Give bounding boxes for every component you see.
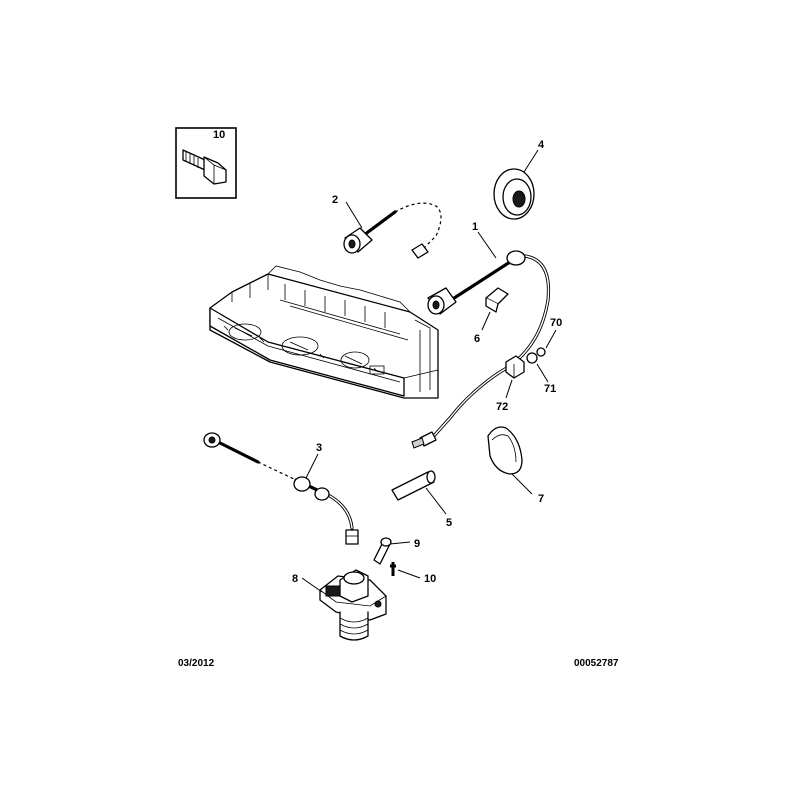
callout-10: 10 xyxy=(424,573,436,585)
speedometer-drive-part xyxy=(301,569,387,641)
callout-4: 4 xyxy=(538,139,545,151)
screw-part xyxy=(373,537,411,565)
callout-3: 3 xyxy=(316,442,322,454)
fastener-marker xyxy=(390,562,421,579)
clip-part xyxy=(481,287,509,331)
callout-2: 2 xyxy=(332,194,338,206)
callout-71: 71 xyxy=(544,383,556,395)
callout-72: 72 xyxy=(496,401,508,413)
footer-date: 03/2012 xyxy=(178,658,215,669)
footer-reference: 00052787 xyxy=(574,658,619,669)
grommet-part xyxy=(493,149,539,220)
bolt-inset: 10 xyxy=(175,127,237,199)
callout-7: 7 xyxy=(538,493,544,505)
bracket-washer-nut xyxy=(505,329,557,399)
callout-8: 8 xyxy=(292,573,298,585)
callout-1: 1 xyxy=(472,221,478,233)
lower-cable-part xyxy=(203,432,359,545)
blanking-plug-part xyxy=(487,426,533,495)
callout-5: 5 xyxy=(446,517,452,529)
callout-labels: 1 2 3 4 5 6 7 8 9 10 70 71 72 xyxy=(292,139,562,585)
inset-callout-label: 10 xyxy=(213,129,225,141)
callout-70: 70 xyxy=(550,317,562,329)
speedometer-cable-part xyxy=(411,231,551,449)
callout-9: 9 xyxy=(414,538,420,550)
bolt-icon xyxy=(182,149,227,185)
short-cable-part xyxy=(343,201,442,259)
sleeve-part xyxy=(391,470,447,515)
callout-6: 6 xyxy=(474,333,480,345)
instrument-cluster xyxy=(209,265,439,399)
